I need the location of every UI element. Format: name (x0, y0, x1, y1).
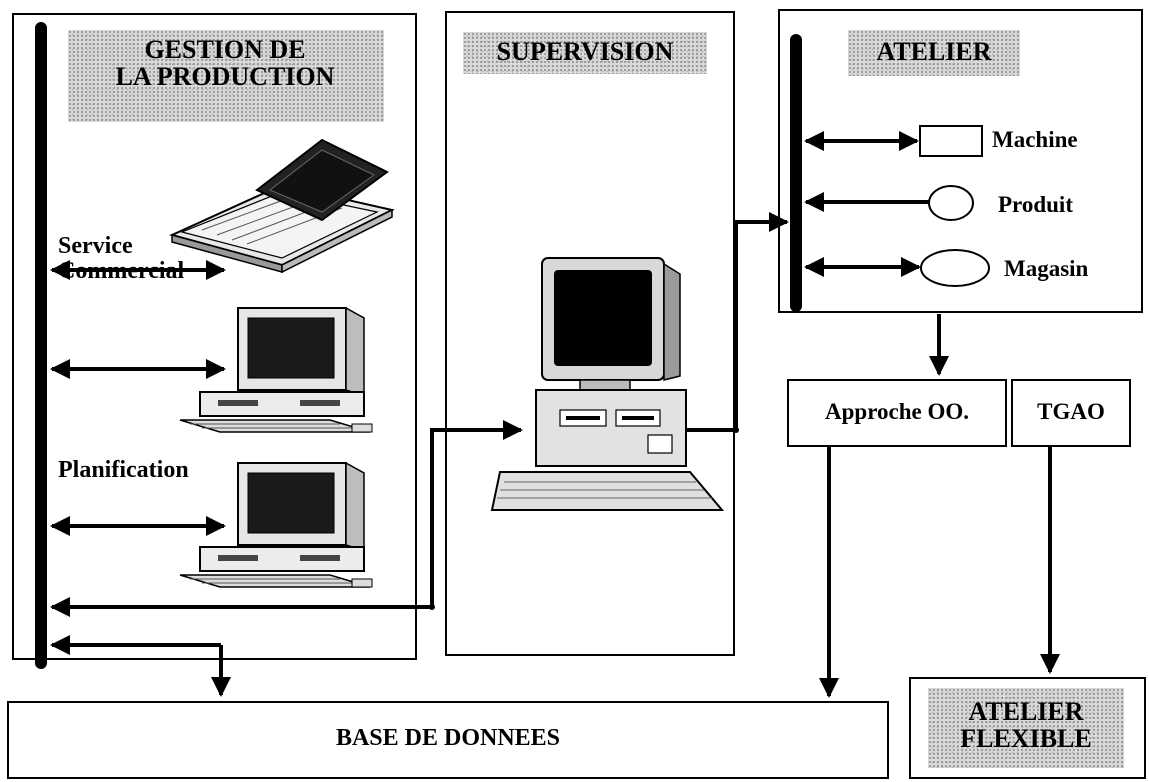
database-label: BASE DE DONNEES (335, 725, 561, 751)
service-label-line1: Service (58, 233, 133, 259)
machine-shape (919, 125, 983, 157)
approche-label: Approche OO. (825, 399, 969, 424)
gestion-title-line1: GESTION DE (144, 35, 306, 64)
keyboard-icon (490, 471, 725, 511)
desktop-computer-icon (179, 461, 373, 588)
produit-shape (928, 185, 974, 221)
gestion-title: GESTION DE LA PRODUCTION (70, 36, 380, 91)
magasin-label: Magasin (1004, 256, 1089, 281)
flexible-title: ATELIER FLEXIBLE (928, 698, 1124, 753)
monitor-icon (535, 257, 687, 467)
atelier-title: ATELIER (876, 37, 992, 66)
supervision-title-bg (463, 32, 707, 74)
gestion-title-line2: LA PRODUCTION (115, 62, 335, 92)
flexible-line1: ATELIER (968, 697, 1084, 726)
atelier-box (778, 9, 1143, 313)
gestion-box (12, 13, 417, 660)
service-commercial-label: Service Commercial (58, 233, 185, 285)
link-gestion-supervision (50, 420, 523, 617)
flexible-box (909, 677, 1146, 779)
tgao-label: TGAO (1037, 399, 1105, 424)
desktop-computer-icon (179, 306, 373, 433)
gestion-title-bg (68, 30, 384, 122)
supervision-title: SUPERVISION (496, 37, 674, 66)
database-box (7, 701, 889, 779)
atelier-title-bg (848, 30, 1020, 76)
link-gestion-database (50, 635, 231, 697)
laptop-icon (169, 138, 395, 274)
tgao-box (1011, 379, 1131, 447)
approche-box (787, 379, 1007, 447)
flexible-line2: FLEXIBLE (960, 724, 1092, 754)
planification-label: Planification (58, 457, 189, 483)
machine-label: Machine (992, 127, 1078, 152)
flexible-title-bg (928, 688, 1124, 768)
magasin-shape (920, 249, 990, 287)
produit-label: Produit (998, 192, 1073, 217)
service-label-line2: Commercial (58, 258, 185, 285)
